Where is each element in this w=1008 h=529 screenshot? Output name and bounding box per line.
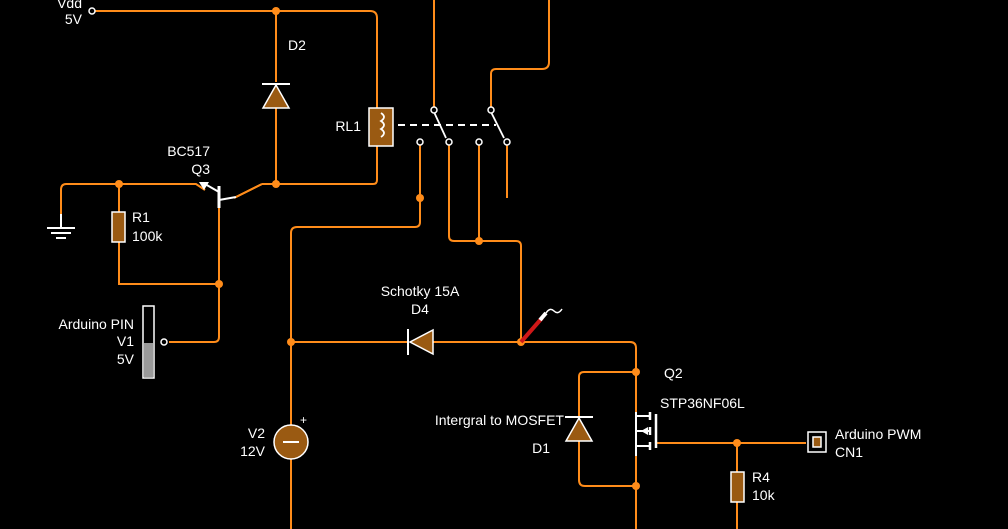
relay-rl1-coil[interactable]: RL1 [335,107,394,147]
contact-icon [445,138,453,146]
relay-coil-icon [368,107,394,147]
switch-arm-icon [490,111,505,139]
wire-d1-top [578,371,636,416]
v2-value-label: 12V [240,443,266,459]
wire-d1-bottom [578,441,636,487]
vdd-name-label: Vdd [57,0,82,11]
v1-slider-track [142,305,155,379]
junction [115,180,123,188]
junction [272,7,280,15]
junction [416,194,424,202]
v1-slider-fill [144,343,153,377]
probe-body-icon [538,311,548,322]
junction [632,368,640,376]
contact-icon [475,138,483,146]
q2-part-label: STP36NF06L [660,395,745,411]
connector-pin-icon [812,436,822,448]
junctions [115,7,741,490]
d1-label: D1 [532,440,550,456]
wire-relay-top-2 [490,0,550,108]
transistor-collector-wire [235,183,263,198]
coil-winding-icon [379,112,385,138]
cn1-label: CN1 [835,444,863,460]
ground-symbol [47,214,75,239]
diode-d1[interactable]: Intergral to MOSFET D1 [435,412,594,456]
relay-rl1-contacts[interactable] [398,106,511,146]
diode-icon [408,328,434,356]
r4-value-label: 10k [752,487,776,503]
wire-b-to-node [479,240,522,342]
resistor-r4[interactable]: R4 10k [730,469,776,503]
junction [287,338,295,346]
r1-value-label: 100k [132,228,163,244]
wire-r1-bottom [118,242,219,285]
v1-name-label: Arduino PIN [59,316,134,332]
contact-icon [503,138,511,146]
resistor-icon [111,211,126,243]
wire-q3-base [169,206,220,343]
v2-label: V2 [248,425,265,441]
wire-d4-right [433,341,637,372]
v2-plus-label: + [300,413,307,427]
diode-icon [261,83,291,109]
q3-part-label: BC517 [167,143,210,159]
contact-icon [416,138,424,146]
probe-lead-icon [545,308,563,314]
r4-label: R4 [752,469,770,485]
rl1-label: RL1 [335,118,361,134]
diode-d4[interactable]: Schotky 15A D4 [381,283,460,356]
d1-note-label: Intergral to MOSFET [435,412,565,428]
wire-contact-a-down [290,198,421,423]
transistor-emitter-lead [204,183,220,193]
v1-label: V1 [117,333,134,349]
junction [272,180,280,188]
v1-pin-icon [160,338,168,346]
junction [632,482,640,490]
junction [215,280,223,288]
diode-icon [564,416,594,442]
connector-cn1[interactable]: Arduino PWM CN1 [807,426,921,460]
wires [60,0,806,529]
transistor-emitter-arrow-icon [199,182,209,190]
d4-label: D4 [411,301,429,317]
v1-value-label: 5V [117,351,135,367]
contact-common-icon [487,106,495,114]
transistor-q3[interactable]: BC517 Q3 [167,143,263,208]
d2-label: D2 [288,37,306,53]
q2-label: Q2 [664,365,683,381]
r1-label: R1 [132,209,150,225]
source-v1[interactable]: Arduino PIN V1 5V [59,305,168,379]
source-v2[interactable]: + V2 12V [240,413,309,461]
vdd-terminal[interactable]: Vdd 5V [57,0,96,27]
wire-vdd-rail [92,10,378,108]
wire-coil-bottom [262,146,378,185]
transistor-collector-lead [218,196,237,201]
d4-part-label: Schotky 15A [381,283,460,299]
switch-arm-icon [433,111,447,139]
probe[interactable] [519,308,563,344]
mosfet-arrow-icon [641,427,648,435]
wire-contact-b [448,142,479,242]
probe-tip-icon [519,316,544,344]
contact-common-icon [430,106,438,114]
junction [475,237,483,245]
cn1-name-label: Arduino PWM [835,426,921,442]
q3-label: Q3 [191,161,210,177]
junction [733,439,741,447]
resistor-icon [730,471,745,503]
diode-d2[interactable]: D2 [261,37,306,109]
resistor-r1[interactable]: R1 100k [111,209,163,244]
vdd-value-label: 5V [65,11,83,27]
vdd-pin-icon [88,7,96,15]
mosfet-q2[interactable]: Q2 STP36NF06L [635,365,745,456]
wire-q3-emitter [60,183,206,222]
